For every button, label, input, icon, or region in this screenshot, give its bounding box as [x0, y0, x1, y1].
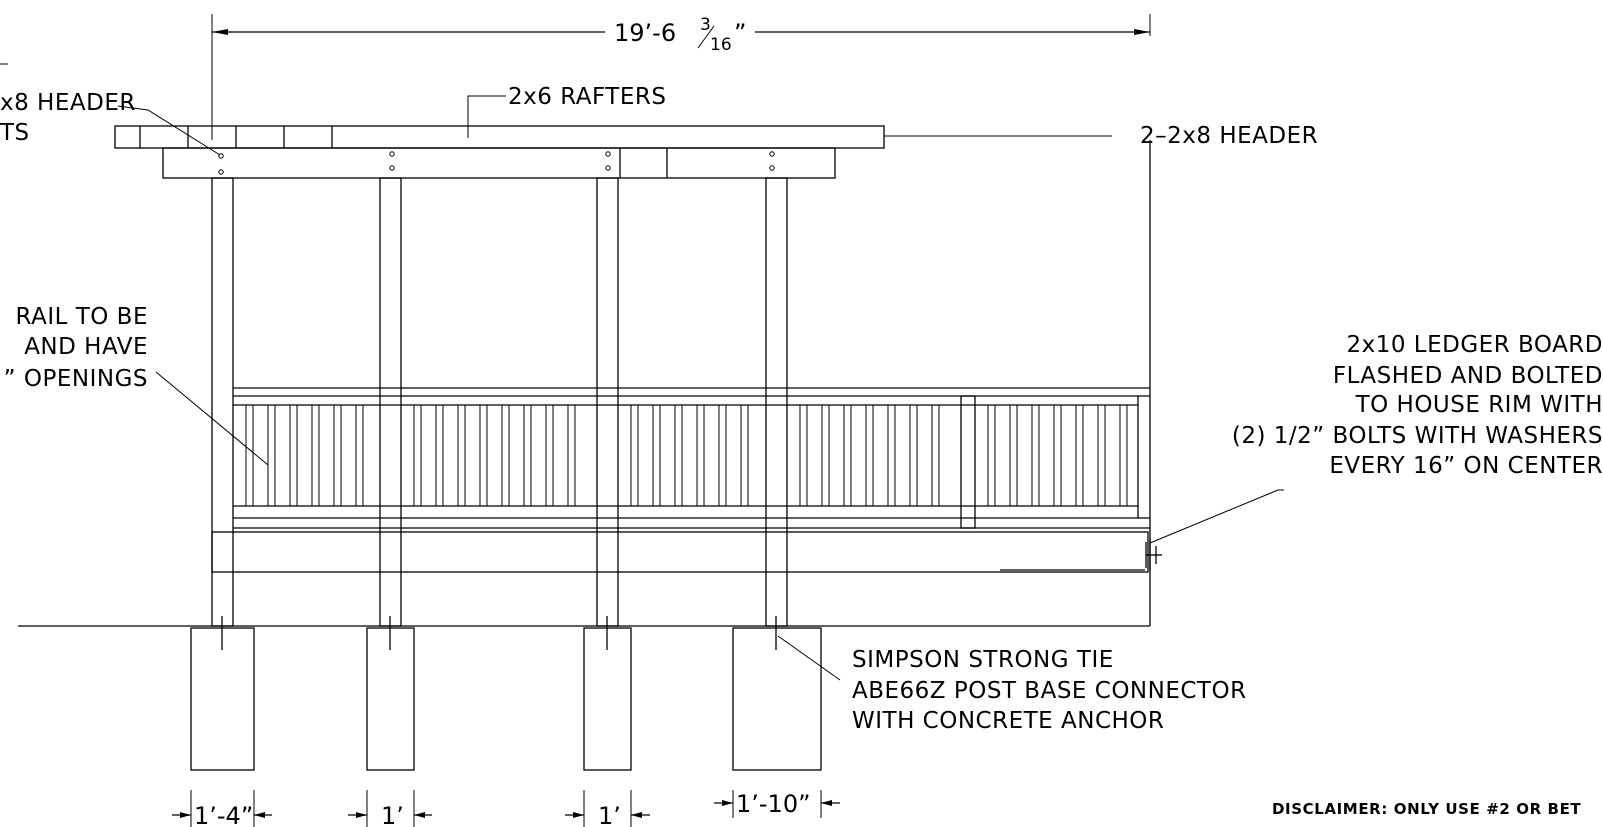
footing-3-dimension: 1’ — [598, 802, 621, 827]
ledger-note-line1: 2x10 LEDGER BOARD — [1346, 332, 1603, 358]
rail-note-line1: RAIL TO BE — [16, 304, 148, 330]
ledger-note-line2: FLASHED AND BOLTED — [1333, 363, 1603, 389]
ledger-note-line4: (2) 1/2” BOLTS WITH WASHERS — [1232, 423, 1603, 449]
footing-4-dimension: 1’-10” — [736, 790, 811, 818]
railing — [233, 387, 1150, 529]
footings — [190, 627, 822, 771]
header-bolts — [218, 151, 775, 175]
balusters — [245, 404, 1128, 507]
simpson-note-line3: WITH CONCRETE ANCHOR — [852, 708, 1164, 734]
rafters — [114, 125, 885, 149]
overall-dimension: 19’-6 3 16 ” — [211, 14, 1151, 140]
overall-dimension-text: 19’-6 — [614, 19, 676, 47]
header-right-label: 2–2x8 HEADER — [1140, 123, 1318, 149]
leaders — [0, 63, 1284, 681]
header-left-label-line2: TS — [0, 120, 30, 146]
footing-1-dimension: 1’-4” — [194, 802, 253, 827]
header-left-label-line1: x8 HEADER — [0, 90, 136, 116]
overall-dimension-frac-num: 3 — [700, 15, 711, 35]
rail-note-line2: AND HAVE — [24, 334, 148, 360]
overall-dimension-suffix: ” — [734, 19, 746, 47]
overall-dimension-frac-den: 16 — [710, 35, 732, 55]
ledger-note-line3: TO HOUSE RIM WITH — [1355, 392, 1603, 418]
simpson-note-line2: ABE66Z POST BASE CONNECTOR — [852, 678, 1247, 704]
deck-beam — [211, 531, 1149, 573]
header-beam — [162, 147, 836, 179]
rail-note-line3: ” OPENINGS — [4, 366, 148, 392]
footing-dimensions — [172, 790, 840, 827]
ledger-bolt-symbol — [1145, 540, 1162, 570]
rafters-label: 2x6 RAFTERS — [508, 84, 666, 110]
ledger-note-line5: EVERY 16” ON CENTER — [1329, 453, 1603, 479]
posts — [211, 177, 788, 627]
simpson-note-line1: SIMPSON STRONG TIE — [852, 647, 1114, 673]
disclaimer-text: DISCLAIMER: ONLY USE #2 OR BET — [1272, 800, 1581, 818]
footing-2-dimension: 1’ — [381, 802, 404, 827]
post-anchors — [221, 616, 777, 650]
